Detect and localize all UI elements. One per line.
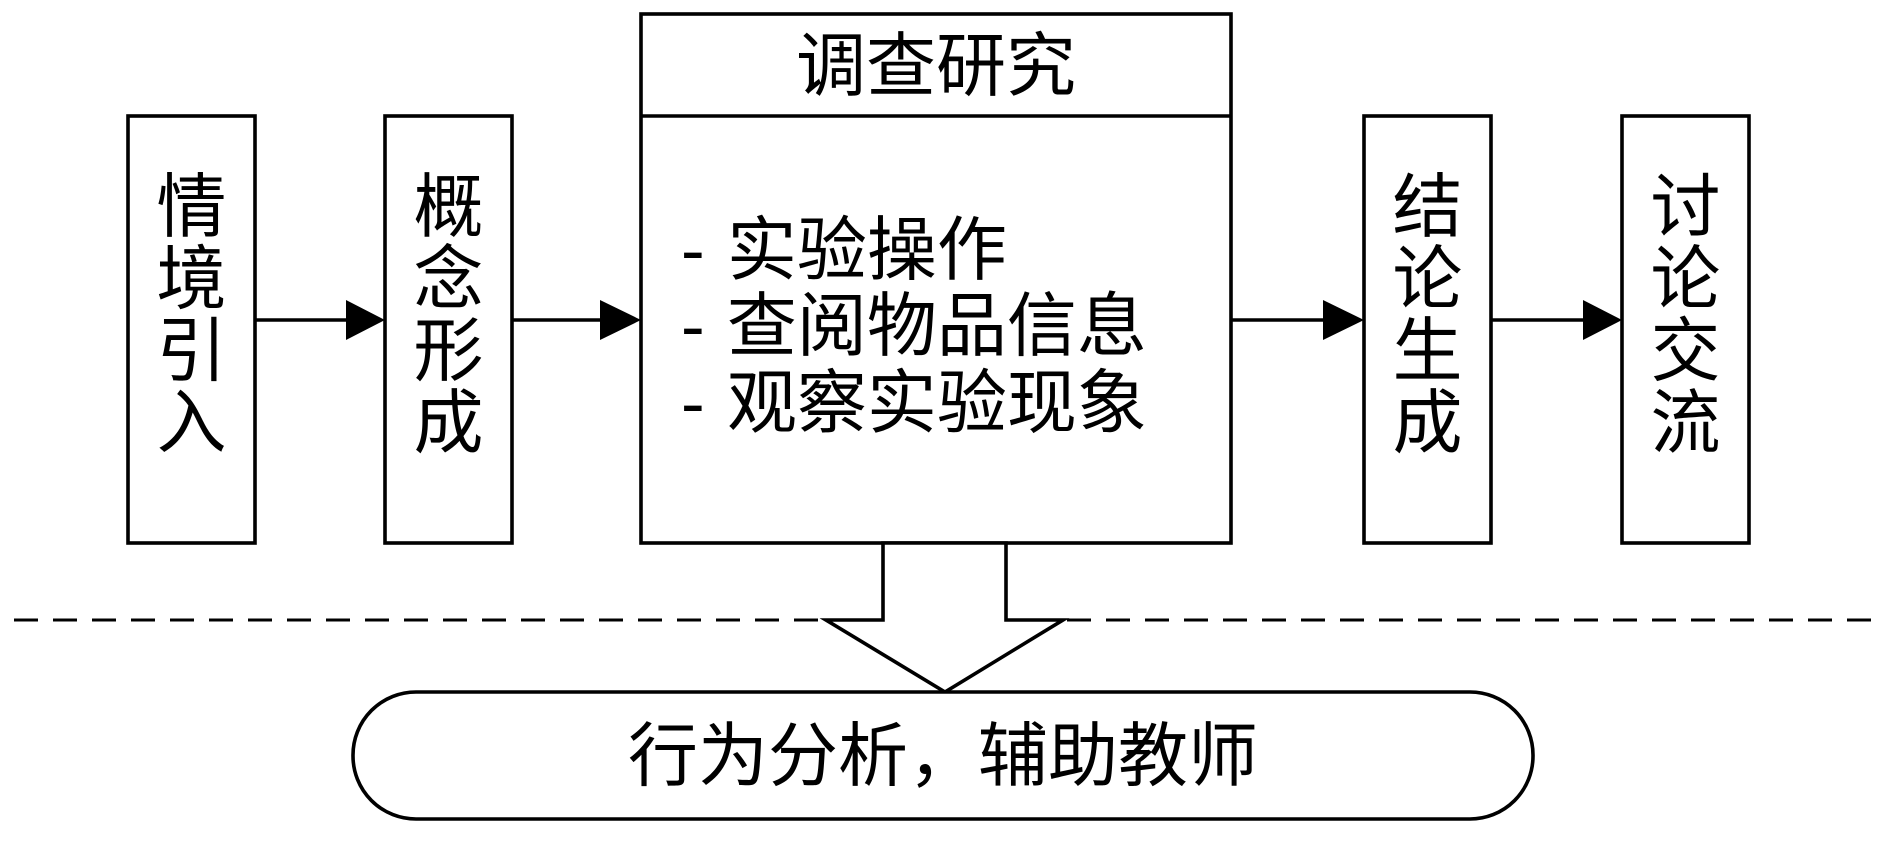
vertical-char: 入 [157, 382, 227, 464]
step-label-conclusion: 结论生成 [1393, 166, 1463, 464]
research-title: 调查研究 [796, 25, 1076, 107]
vertical-char: 引 [157, 310, 227, 392]
research-box [639, 12, 1233, 545]
vertical-char: 成 [414, 382, 484, 464]
vertical-char: 情 [157, 166, 227, 248]
step-box-discussion [1620, 114, 1751, 545]
step-box-conclusion [1362, 114, 1493, 545]
step-box-concept [383, 114, 514, 545]
arrow-head-4 [1583, 300, 1622, 340]
research-item-3: - 观察实验现象 [681, 362, 1147, 444]
arrow-head-3 [1323, 300, 1364, 340]
arrow-head-1 [346, 300, 385, 340]
vertical-char: 交 [1651, 310, 1721, 392]
vertical-char: 论 [1393, 238, 1463, 320]
bottom-rounded-box [351, 690, 1535, 821]
vertical-char: 概 [414, 166, 484, 248]
step-label-situation: 情境引入 [157, 166, 227, 464]
vertical-char: 讨 [1651, 166, 1721, 248]
vertical-char: 念 [414, 238, 484, 320]
vertical-char: 流 [1651, 382, 1721, 464]
vertical-char: 境 [157, 238, 227, 320]
vertical-char: 结 [1393, 166, 1463, 248]
research-item-2: - 查阅物品信息 [681, 285, 1147, 367]
vertical-char: 生 [1393, 310, 1463, 392]
arrow-head-2 [600, 300, 641, 340]
vertical-char: 形 [414, 310, 484, 392]
step-label-concept: 概念形成 [414, 166, 484, 464]
step-label-discussion: 讨论交流 [1651, 166, 1721, 464]
vertical-char: 论 [1651, 238, 1721, 320]
bottom-label: 行为分析，辅助教师 [628, 715, 1258, 797]
down-block-arrow [819, 541, 1070, 695]
research-item-1: - 实验操作 [681, 209, 1007, 291]
step-box-situation [126, 114, 257, 545]
vertical-char: 成 [1393, 382, 1463, 464]
